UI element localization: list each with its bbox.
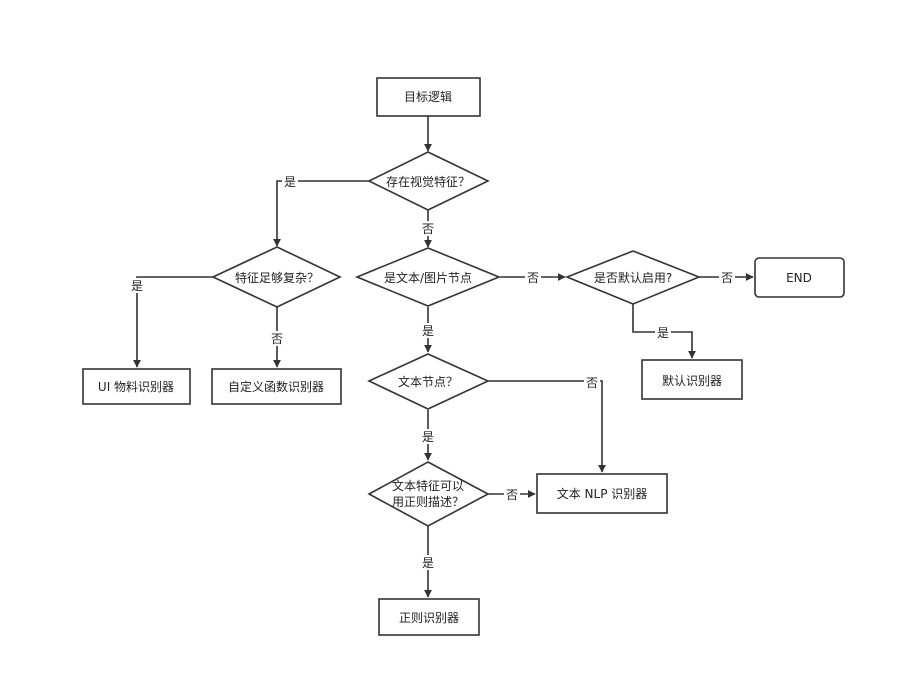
edge-label-complex-ui: 是 xyxy=(131,279,143,293)
node-end[interactable]: END xyxy=(754,257,845,298)
edge-label-default-rec: 是 xyxy=(657,326,669,340)
node-is-text-image-label: 是文本/图片节点 xyxy=(384,270,472,285)
node-default-enabled[interactable]: 是否默认启用? xyxy=(564,250,702,305)
node-feature-complex-label: 特征足够复杂？ xyxy=(235,270,319,285)
edge-label-default-end: 否 xyxy=(721,271,733,285)
node-has-visual-feature[interactable]: 存在视觉特征？ xyxy=(367,151,490,211)
node-has-visual-feature-label: 存在视觉特征？ xyxy=(386,174,470,189)
node-target-logic-label: 目标逻辑 xyxy=(404,90,452,104)
node-regex-describable-label-line1: 文本特征可以 xyxy=(392,478,464,493)
edge-label-textimg-default: 否 xyxy=(527,271,539,285)
nodes: 目标逻辑 存在视觉特征？ 特征足够复杂？ 是文本/图片节点 是否默认启用? EN… xyxy=(82,77,845,636)
edge-label-textnode-regexq: 是 xyxy=(422,430,434,444)
edge-textnode-nlp xyxy=(488,380,606,473)
edge-labels: 是 否 是 否 否 是 否 是 否 是 否 是 xyxy=(129,174,735,570)
node-regex-recognizer-label: 正则识别器 xyxy=(399,611,459,625)
node-feature-complex[interactable]: 特征足够复杂？ xyxy=(211,246,342,308)
node-nlp-recognizer-label: 文本 NLP 识别器 xyxy=(557,486,648,501)
node-ui-recognizer-label: UI 物料识别器 xyxy=(98,380,174,394)
edge-label-textnode-nlp: 否 xyxy=(586,376,598,390)
node-is-text-image[interactable]: 是文本/图片节点 xyxy=(354,247,502,307)
node-nlp-recognizer[interactable]: 文本 NLP 识别器 xyxy=(536,473,668,514)
edge-label-complex-custom: 否 xyxy=(271,332,283,346)
edge-label-regexq-nlp: 否 xyxy=(506,488,518,502)
node-regex-describable-label-line2: 用正则描述？ xyxy=(392,495,464,509)
node-custom-function-recognizer[interactable]: 自定义函数识别器 xyxy=(211,368,342,405)
node-regex-recognizer[interactable]: 正则识别器 xyxy=(378,598,480,636)
node-default-recognizer-label: 默认识别器 xyxy=(662,373,722,388)
edge-complex-ui xyxy=(133,276,213,368)
edge-label-visual-textimg: 否 xyxy=(422,222,434,236)
node-is-text-node-label: 文本节点？ xyxy=(398,374,458,389)
node-regex-describable[interactable]: 文本特征可以 用正则描述？ xyxy=(367,461,490,527)
node-custom-function-recognizer-label: 自定义函数识别器 xyxy=(228,379,324,394)
edge-label-regexq-regex: 是 xyxy=(422,556,434,570)
node-default-recognizer[interactable]: 默认识别器 xyxy=(641,359,743,400)
edge-label-visual-complex: 是 xyxy=(284,175,296,189)
node-default-enabled-label: 是否默认启用? xyxy=(594,270,672,285)
node-end-label: END xyxy=(786,271,812,285)
node-ui-recognizer[interactable]: UI 物料识别器 xyxy=(82,368,191,405)
node-target-logic[interactable]: 目标逻辑 xyxy=(376,77,481,117)
edge-visual-complex xyxy=(273,180,370,247)
edge-label-textimg-textnode: 是 xyxy=(422,324,434,338)
node-is-text-node[interactable]: 文本节点？ xyxy=(367,353,490,410)
